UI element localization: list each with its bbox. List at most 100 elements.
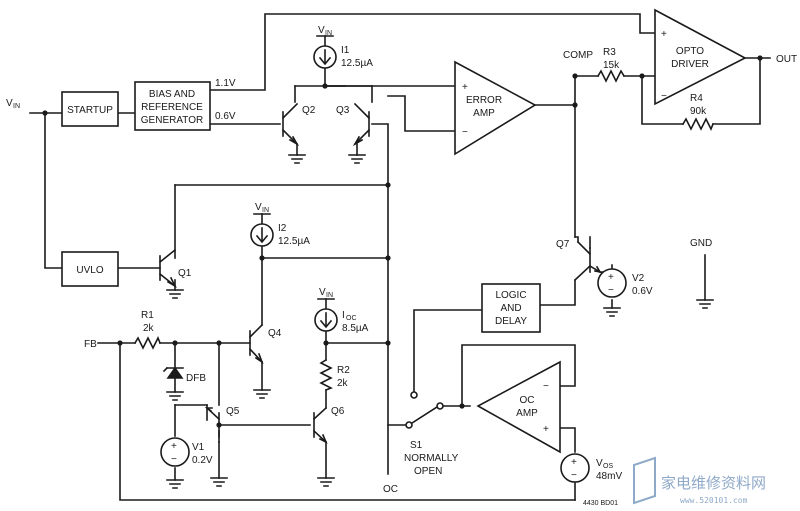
wires (29, 13, 771, 501)
v2-value: 0.6V (632, 286, 653, 297)
resistor-r4: R4 90k (681, 93, 715, 131)
voltage-source-vos: + − V OS 48mV (560, 453, 622, 483)
s1-line1: NORMALLY (404, 453, 459, 464)
vos-plus: + (571, 457, 577, 468)
transistor-q1: Q1 (158, 248, 192, 289)
i2-vin-sub: IN (262, 207, 269, 214)
r2-name: R2 (337, 365, 350, 376)
logic-label-line2: AND (500, 303, 521, 314)
ioc-sub: OC (346, 315, 357, 322)
i1-vin-sub: IN (325, 30, 332, 37)
startup-block: STARTUP (61, 91, 119, 127)
bias-reference-block: BIAS AND REFERENCE GENERATOR (134, 81, 211, 131)
net-1v1: 1.1V (215, 78, 236, 89)
transistor-q2: Q2 (281, 102, 316, 147)
net-0v6: 0.6V (215, 111, 236, 122)
out-label: OUT (776, 54, 797, 65)
v1-minus: − (171, 454, 177, 465)
vos-name: V (596, 458, 603, 469)
ground-symbols (166, 154, 714, 489)
r1-value: 2k (143, 323, 155, 334)
bias-label-line1: BIAS AND (149, 89, 195, 100)
gnd-label: GND (690, 238, 712, 249)
transistor-q6: Q6 (312, 406, 345, 444)
i1-name: I1 (341, 45, 350, 56)
fb-label: FB (84, 339, 97, 350)
opto-plus: + (661, 29, 667, 40)
v2-plus: + (608, 272, 614, 283)
resistor-r1: R1 2k (133, 310, 162, 350)
logic-label-line3: DELAY (495, 316, 527, 327)
opto-minus: − (661, 91, 667, 102)
oc-label: OC (383, 484, 398, 495)
oc-amp-label-line1: OC (520, 395, 535, 406)
s1-name: S1 (410, 440, 423, 451)
oc-amp-label-line2: AMP (516, 408, 538, 419)
transistor-q3: Q3 (336, 102, 371, 147)
watermark-logo-icon (633, 456, 656, 505)
transistor-q5: Q5 (204, 406, 240, 443)
r3-value: 15k (603, 60, 620, 71)
resistor-r2: R2 2k (319, 358, 350, 392)
figure-id: 4430 BD01 (583, 500, 618, 507)
q6-label: Q6 (331, 406, 345, 417)
q4-label: Q4 (268, 328, 282, 339)
error-amp-label-line2: AMP (473, 108, 495, 119)
q5-label: Q5 (226, 406, 240, 417)
ioc-vin: V (319, 287, 326, 298)
comp-label: COMP (563, 50, 593, 61)
v2-name: V2 (632, 273, 645, 284)
watermark-cn: 家电维修资料网 (661, 474, 766, 492)
junction-dots (42, 55, 763, 428)
vos-minus: − (571, 470, 577, 481)
transistor-q4: Q4 (248, 323, 282, 365)
bias-label-line2: REFERENCE (141, 102, 203, 113)
error-amp: + − ERROR AMP (454, 60, 537, 156)
logic-label-line1: LOGIC (495, 290, 526, 301)
voltage-source-v2: + − V2 0.6V (597, 268, 653, 298)
net-labels: V IN 1.1V 0.6V COMP OUT FB OC GND 4430 B… (6, 50, 797, 507)
current-source-i1: V IN I1 12.5µA (313, 25, 373, 69)
watermark: 家电维修资料网 www.520101.com (633, 456, 766, 505)
dfb-label: DFB (186, 373, 206, 384)
v1-plus: + (171, 441, 177, 452)
error-amp-plus: + (462, 82, 468, 93)
current-source-ioc: V IN I OC 8.5µA (314, 287, 369, 334)
r4-name: R4 (690, 93, 703, 104)
i2-vin: V (255, 202, 262, 213)
startup-label: STARTUP (67, 105, 113, 116)
ioc-vin-sub: IN (326, 292, 333, 299)
zener-diode-dfb: DFB (162, 366, 206, 393)
vin-label: V (6, 98, 13, 109)
opto-driver: + − OPTO DRIVER (654, 8, 747, 106)
error-amp-label-line1: ERROR (466, 95, 502, 106)
i1-value: 12.5µA (341, 58, 373, 69)
uvlo-label: UVLO (76, 265, 103, 276)
oc-amp-plus: + (543, 424, 549, 435)
q2-label: Q2 (302, 105, 316, 116)
opto-label-line1: OPTO (676, 46, 704, 57)
vos-sub: OS (603, 463, 613, 470)
opto-label-line2: DRIVER (671, 59, 709, 70)
i2-name: I2 (278, 223, 287, 234)
v1-name: V1 (192, 442, 205, 453)
vin-label-sub: IN (13, 103, 20, 110)
v1-value: 0.2V (192, 455, 213, 466)
watermark-url: www.520101.com (680, 496, 748, 505)
r3-name: R3 (603, 47, 616, 58)
r2-value: 2k (337, 378, 349, 389)
r1-name: R1 (141, 310, 154, 321)
resistor-r3: R3 15k (596, 47, 626, 83)
s1-line2: OPEN (414, 466, 442, 477)
q1-label: Q1 (178, 268, 192, 279)
transistor-q7: Q7 (556, 236, 602, 282)
error-amp-minus: − (462, 127, 468, 138)
i2-value: 12.5µA (278, 236, 310, 247)
vos-value: 48mV (596, 471, 622, 482)
uvlo-block: UVLO (61, 251, 119, 287)
ioc-name: I (342, 310, 345, 321)
logic-delay-block: LOGIC AND DELAY (481, 283, 541, 333)
i1-vin: V (318, 25, 325, 36)
v2-minus: − (608, 285, 614, 296)
